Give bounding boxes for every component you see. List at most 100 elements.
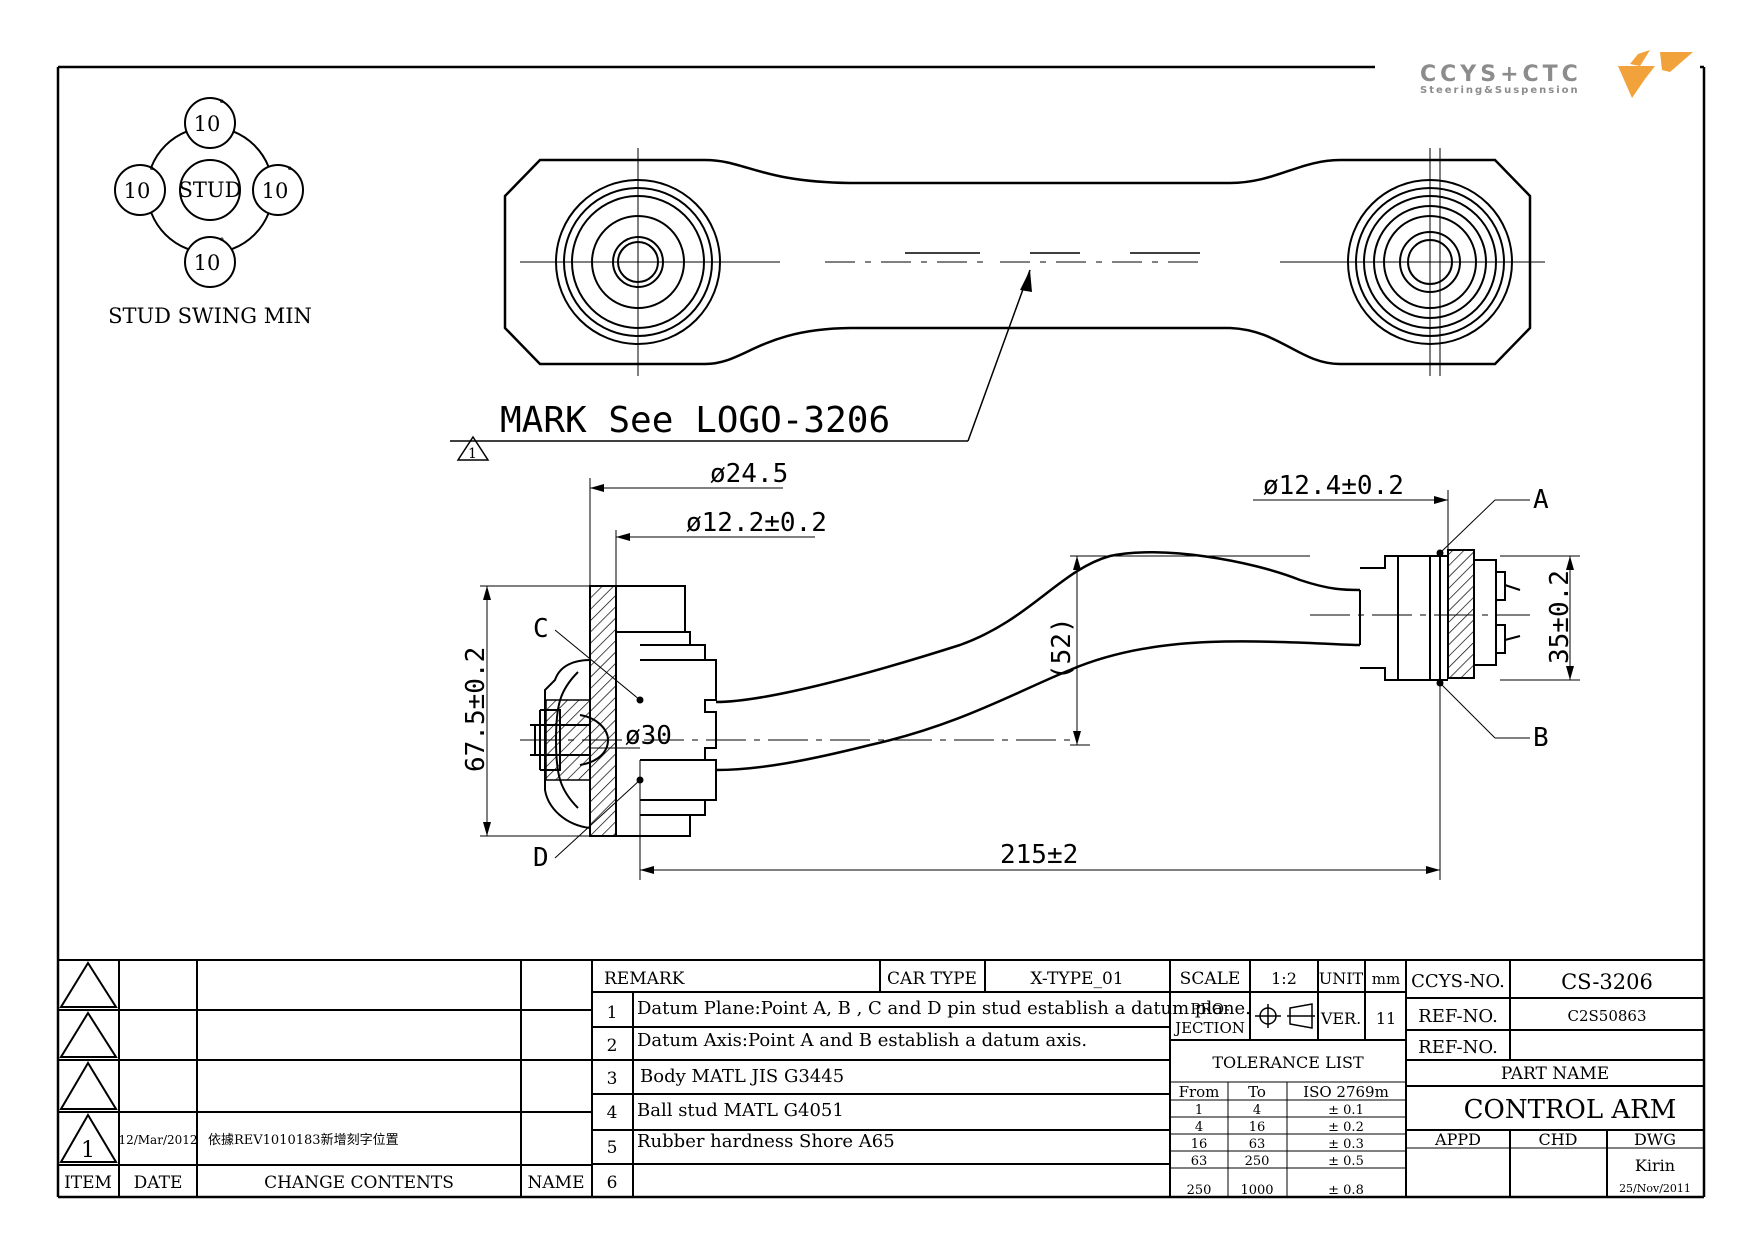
car-type-label: CAR TYPE [887,969,977,989]
dim-d30: ø30 [625,721,672,751]
svg-text:PRO-: PRO- [1190,1000,1229,1018]
logo-tagline: Steering&Suspension [1420,85,1580,96]
svg-text:°: ° [219,236,225,249]
dim-d24: ø24.5 [710,459,788,489]
svg-text:250: 250 [1245,1154,1270,1169]
dimension-labels: ø24.5 ø12.2±0.2 ø12.4±0.2 ø30 215±2 67.5… [461,459,1575,873]
svg-text:16: 16 [1249,1120,1266,1135]
remark-item-3: Body MATL JIS G3445 [640,1066,844,1087]
header-date: DATE [134,1173,183,1193]
svg-text:1: 1 [468,446,477,462]
header-item: ITEM [64,1173,112,1193]
svg-text:1: 1 [607,1003,618,1023]
chd-label: CHD [1538,1130,1577,1149]
remark-label: REMARK [604,969,685,989]
svg-text:1000: 1000 [1240,1183,1273,1198]
stud-swing-caption: STUD SWING MIN [108,304,312,328]
stud-swing-diagram: STUD 10 10 10 10 ° ° ° ° STUD SWING MIN [108,97,312,328]
dimensions [480,478,1580,880]
remark-item-4: Ball stud MATL G4051 [637,1100,844,1121]
part-name-value: CONTROL ARM [1464,1095,1677,1125]
company-logo: CCYS+CTC Steering&Suspension [1420,50,1693,98]
mark-note: 1 MARK See LOGO-3206 [450,269,1032,462]
dim-d12-4: ø12.4±0.2 [1263,471,1404,501]
part-name-label: PART NAME [1501,1064,1609,1084]
revision-item: 1 [81,1138,95,1163]
svg-text:63: 63 [1249,1137,1266,1152]
point-a-label: A [1533,485,1549,515]
tolerance-title: TOLERANCE LIST [1212,1053,1364,1072]
projection-symbol-icon [1255,1003,1315,1029]
ref1-label: REF-NO. [1418,1006,1498,1027]
dim-h35: 35±0.2 [1545,570,1575,664]
ccys-value: CS-3206 [1561,970,1653,994]
revision-change: 依據REV1010183新增刻字位置 [208,1132,399,1148]
swing-bottom-value: 10 [194,251,221,275]
svg-text:6: 6 [607,1173,618,1193]
svg-text:°: ° [219,98,225,111]
point-b-label: B [1533,723,1549,753]
logo-flame-icon [1618,66,1655,98]
svg-text:From: From [1179,1083,1220,1101]
dim-len215: 215±2 [1000,840,1078,870]
appd-label: APPD [1434,1130,1481,1149]
svg-text:4: 4 [607,1103,618,1123]
svg-text:± 0.8: ± 0.8 [1328,1183,1364,1198]
dim-h67: 67.5±0.2 [461,647,491,772]
svg-text:1: 1 [1195,1103,1203,1118]
stud-label: STUD [179,178,242,202]
ref1-value: C2S50863 [1567,1007,1646,1025]
svg-text:± 0.1: ± 0.1 [1328,1103,1364,1118]
car-type-value: X-TYPE_01 [1030,969,1123,989]
ccys-label: CCYS-NO. [1411,971,1505,992]
unit-label: UNIT [1319,969,1364,988]
header-change: CHANGE CONTENTS [264,1173,454,1193]
swing-left-value: 10 [124,179,151,203]
draw-date: 25/Nov/2011 [1619,1182,1691,1195]
top-view-centerlines [520,148,1545,376]
svg-text:16: 16 [1191,1137,1208,1152]
unit-value: mm [1372,970,1400,988]
swing-right-value: 10 [262,179,289,203]
remark-item-2: Datum Axis:Point A and B establish a dat… [637,1030,1087,1051]
swing-top-value: 10 [194,112,221,136]
svg-text:2: 2 [607,1036,618,1056]
svg-text:4: 4 [1195,1120,1203,1135]
svg-text:± 0.3: ± 0.3 [1328,1137,1364,1152]
remark-item-1: Datum Plane:Point A, B , C and D pin stu… [637,998,1251,1019]
svg-text:± 0.5: ± 0.5 [1328,1154,1364,1169]
ref2-label: REF-NO. [1418,1037,1498,1058]
top-view [503,148,1545,376]
svg-text:°: ° [149,165,155,178]
svg-text:250: 250 [1187,1183,1212,1198]
svg-text:± 0.2: ± 0.2 [1328,1120,1364,1135]
svg-text:°: ° [287,165,293,178]
svg-text:4: 4 [1253,1103,1261,1118]
svg-text:ISO 2769m: ISO 2769m [1303,1083,1389,1101]
svg-text:63: 63 [1191,1154,1208,1169]
dim-h52: (52) [1047,617,1077,680]
sheet-border [56,65,1706,1199]
drawer-name: Kirin [1635,1156,1675,1175]
svg-text:5: 5 [607,1138,618,1158]
svg-text:3: 3 [607,1069,618,1089]
side-view [520,549,1530,837]
scale-label: SCALE [1180,969,1241,989]
header-name: NAME [528,1173,585,1193]
remark-item-5: Rubber hardness Shore A65 [637,1131,895,1152]
point-d-label: D [533,843,549,873]
point-c-label: C [533,614,549,644]
title-block-grid [58,959,1704,1197]
svg-text:JECTION: JECTION [1173,1019,1245,1037]
svg-text:To: To [1248,1083,1266,1101]
ver-label: VER. [1320,1009,1361,1028]
dim-d12-2: ø12.2±0.2 [686,508,827,538]
scale-value: 1:2 [1271,969,1297,988]
dwg-label: DWG [1634,1130,1676,1149]
ver-value: 11 [1376,1009,1396,1028]
logo-brand: CCYS+CTC [1420,62,1582,87]
mark-note-text: MARK See LOGO-3206 [500,400,890,441]
revision-date: 12/Mar/2012 [118,1133,197,1147]
revision-triangles [59,961,118,1163]
